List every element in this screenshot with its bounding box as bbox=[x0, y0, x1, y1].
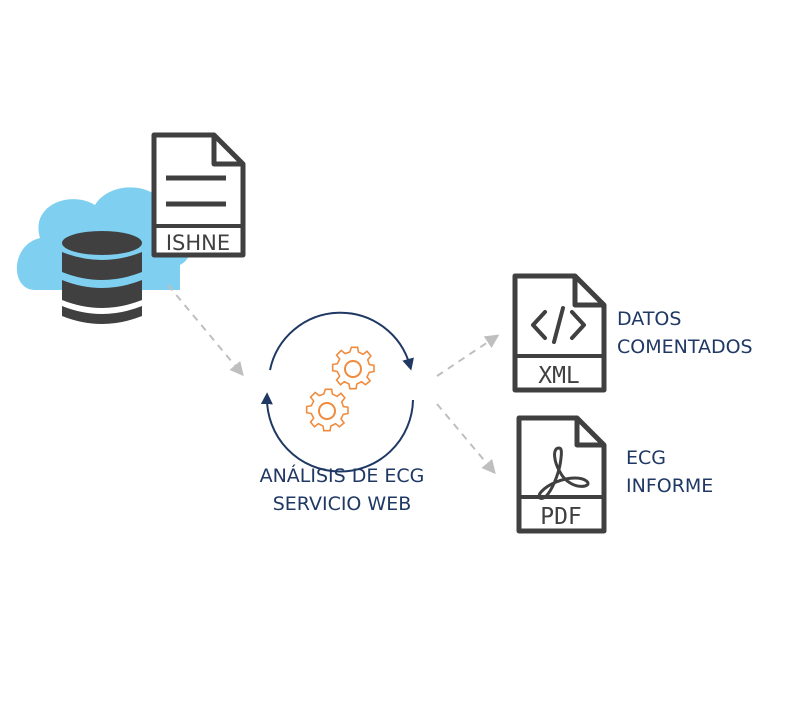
pdf-output-label-line1: ECG bbox=[626, 447, 666, 469]
arrow-source-to-process bbox=[167, 284, 244, 377]
acrobat-icon bbox=[537, 446, 590, 500]
arrow-process-to-xml bbox=[436, 334, 500, 377]
xml-file-icon: XML bbox=[512, 273, 607, 393]
xml-output-label: DATOS COMENTADOS bbox=[617, 305, 753, 361]
xml-output-label-line2: COMENTADOS bbox=[617, 336, 753, 358]
pdf-output-label: ECG INFORME bbox=[626, 444, 713, 500]
process-label: ANÁLISIS DE ECG SERVICIO WEB bbox=[250, 462, 434, 518]
ishne-file-icon: ISHNE bbox=[151, 132, 246, 258]
ishne-file-label: ISHNE bbox=[166, 231, 230, 255]
cycle-arrow-top bbox=[269, 311, 414, 371]
arrow-process-to-pdf bbox=[436, 403, 496, 475]
process-label-line1: ANÁLISIS DE ECG bbox=[259, 465, 425, 487]
xml-file-label: XML bbox=[538, 363, 580, 389]
process-label-line2: SERVICIO WEB bbox=[272, 493, 412, 515]
pdf-output-label-line2: INFORME bbox=[626, 475, 714, 497]
gear-icon-small bbox=[305, 388, 349, 432]
pdf-file-label: PDF bbox=[540, 504, 582, 530]
xml-output-label-line1: DATOS bbox=[617, 308, 682, 330]
cycle-arrow-bottom bbox=[260, 392, 414, 473]
database-icon bbox=[62, 231, 142, 324]
pdf-file-icon: PDF bbox=[516, 415, 607, 534]
gear-icon-large bbox=[331, 346, 375, 390]
code-icon bbox=[531, 306, 586, 344]
